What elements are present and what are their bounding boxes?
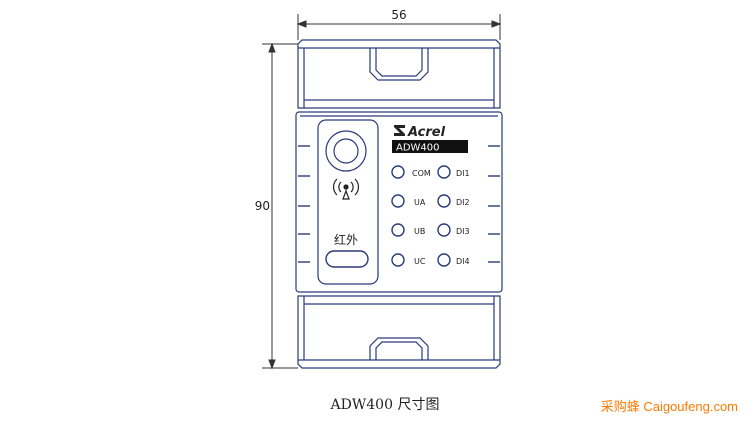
svg-text:UC: UC <box>414 257 426 266</box>
led-indicator-ua: UA <box>391 194 426 208</box>
brand-name: Acrel <box>407 125 446 140</box>
height-dimension <box>262 42 298 370</box>
height-value: 90 <box>255 199 270 213</box>
top-terminal-block <box>297 39 501 109</box>
device-front-panel <box>295 111 503 293</box>
led-indicator-com: COM <box>391 165 431 179</box>
bottom-terminal-block <box>297 295 501 369</box>
width-dimension <box>296 14 502 40</box>
ir-label: 红外 <box>334 232 358 247</box>
led-indicator-ub: UB <box>391 223 425 237</box>
wireless-signal-icon <box>333 178 359 200</box>
model-label-bg <box>392 140 468 153</box>
led-indicator-di4: DI4 <box>437 253 470 267</box>
svg-text:DI1: DI1 <box>456 169 470 178</box>
watermark: 采购蜂 Caigoufeng.com <box>600 399 738 414</box>
width-value: 56 <box>391 8 406 22</box>
figure-caption: ADW400 尺寸图 <box>330 397 440 413</box>
svg-text:COM: COM <box>412 169 431 178</box>
led-indicator-di2: DI2 <box>437 194 470 208</box>
led-indicator-di1: DI1 <box>437 165 470 179</box>
led-indicator-di3: DI3 <box>437 223 470 237</box>
svg-text:DI4: DI4 <box>456 257 470 266</box>
led-indicator-uc: UC <box>391 253 426 267</box>
acrel-logo-icon <box>394 125 405 136</box>
ir-window <box>325 250 369 268</box>
model-label: ADW400 <box>396 143 440 154</box>
svg-text:DI3: DI3 <box>456 227 470 236</box>
svg-text:DI2: DI2 <box>456 198 470 207</box>
svg-text:UB: UB <box>414 227 425 236</box>
antenna-connector <box>325 130 367 172</box>
svg-text:UA: UA <box>414 198 426 207</box>
